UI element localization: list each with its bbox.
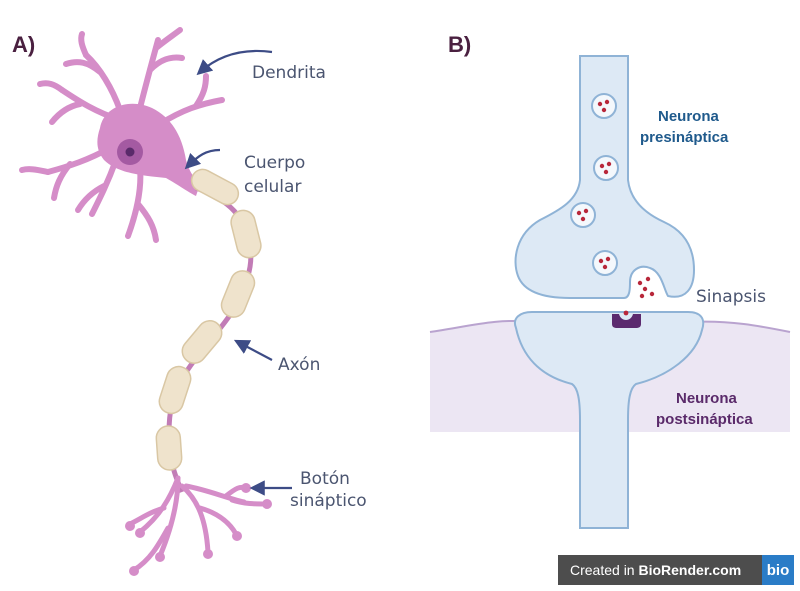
axon-arrow xyxy=(233,339,273,361)
synapse-label: Sinapsis xyxy=(696,287,766,307)
badge-text: Created in BioRender.com xyxy=(558,562,762,578)
dendrite-label: Dendrita xyxy=(252,63,326,83)
badge-prefix: Created in xyxy=(570,562,639,578)
panel-a-arrows xyxy=(184,49,292,496)
nucleolus xyxy=(125,147,135,157)
cell-body xyxy=(97,103,200,196)
vesicle xyxy=(593,155,619,181)
cell-body-label-line2: celular xyxy=(244,177,301,197)
terminal-buttons xyxy=(125,483,272,576)
postsynaptic-label-line1: Neurona xyxy=(676,390,738,407)
postsynaptic-label-line2: postsináptica xyxy=(656,411,753,428)
biorender-badge[interactable]: Created in BioRender.com bio xyxy=(558,555,794,585)
cell-body-label-line1: Cuerpo xyxy=(244,153,305,173)
panel-a-label: A) xyxy=(12,32,35,57)
badge-brand: BioRender.com xyxy=(638,562,742,578)
vesicle xyxy=(592,250,618,276)
terminal-label-line1: Botón xyxy=(300,469,350,489)
axon-terminals xyxy=(127,475,269,573)
synaptic-vesicles xyxy=(570,93,655,299)
presynaptic-label-line1: Neurona xyxy=(658,108,720,125)
biorender-logo-icon: bio xyxy=(762,555,794,585)
vesicle xyxy=(570,202,596,228)
released-neurotransmitters xyxy=(637,276,655,299)
myelin-sheaths xyxy=(155,168,262,471)
panel-b-label: B) xyxy=(448,32,471,57)
neuron xyxy=(19,27,272,576)
terminal-label-line2: sináptico xyxy=(290,491,367,511)
cell-body-arrow xyxy=(184,148,221,170)
postsynaptic-neuron xyxy=(514,311,705,529)
dendrite-arrow xyxy=(196,49,273,76)
vesicle xyxy=(591,93,617,119)
receptor xyxy=(612,314,641,328)
presynaptic-label-line2: presináptica xyxy=(640,129,729,146)
axon-label: Axón xyxy=(278,355,320,375)
bound-neurotransmitter xyxy=(623,310,629,316)
